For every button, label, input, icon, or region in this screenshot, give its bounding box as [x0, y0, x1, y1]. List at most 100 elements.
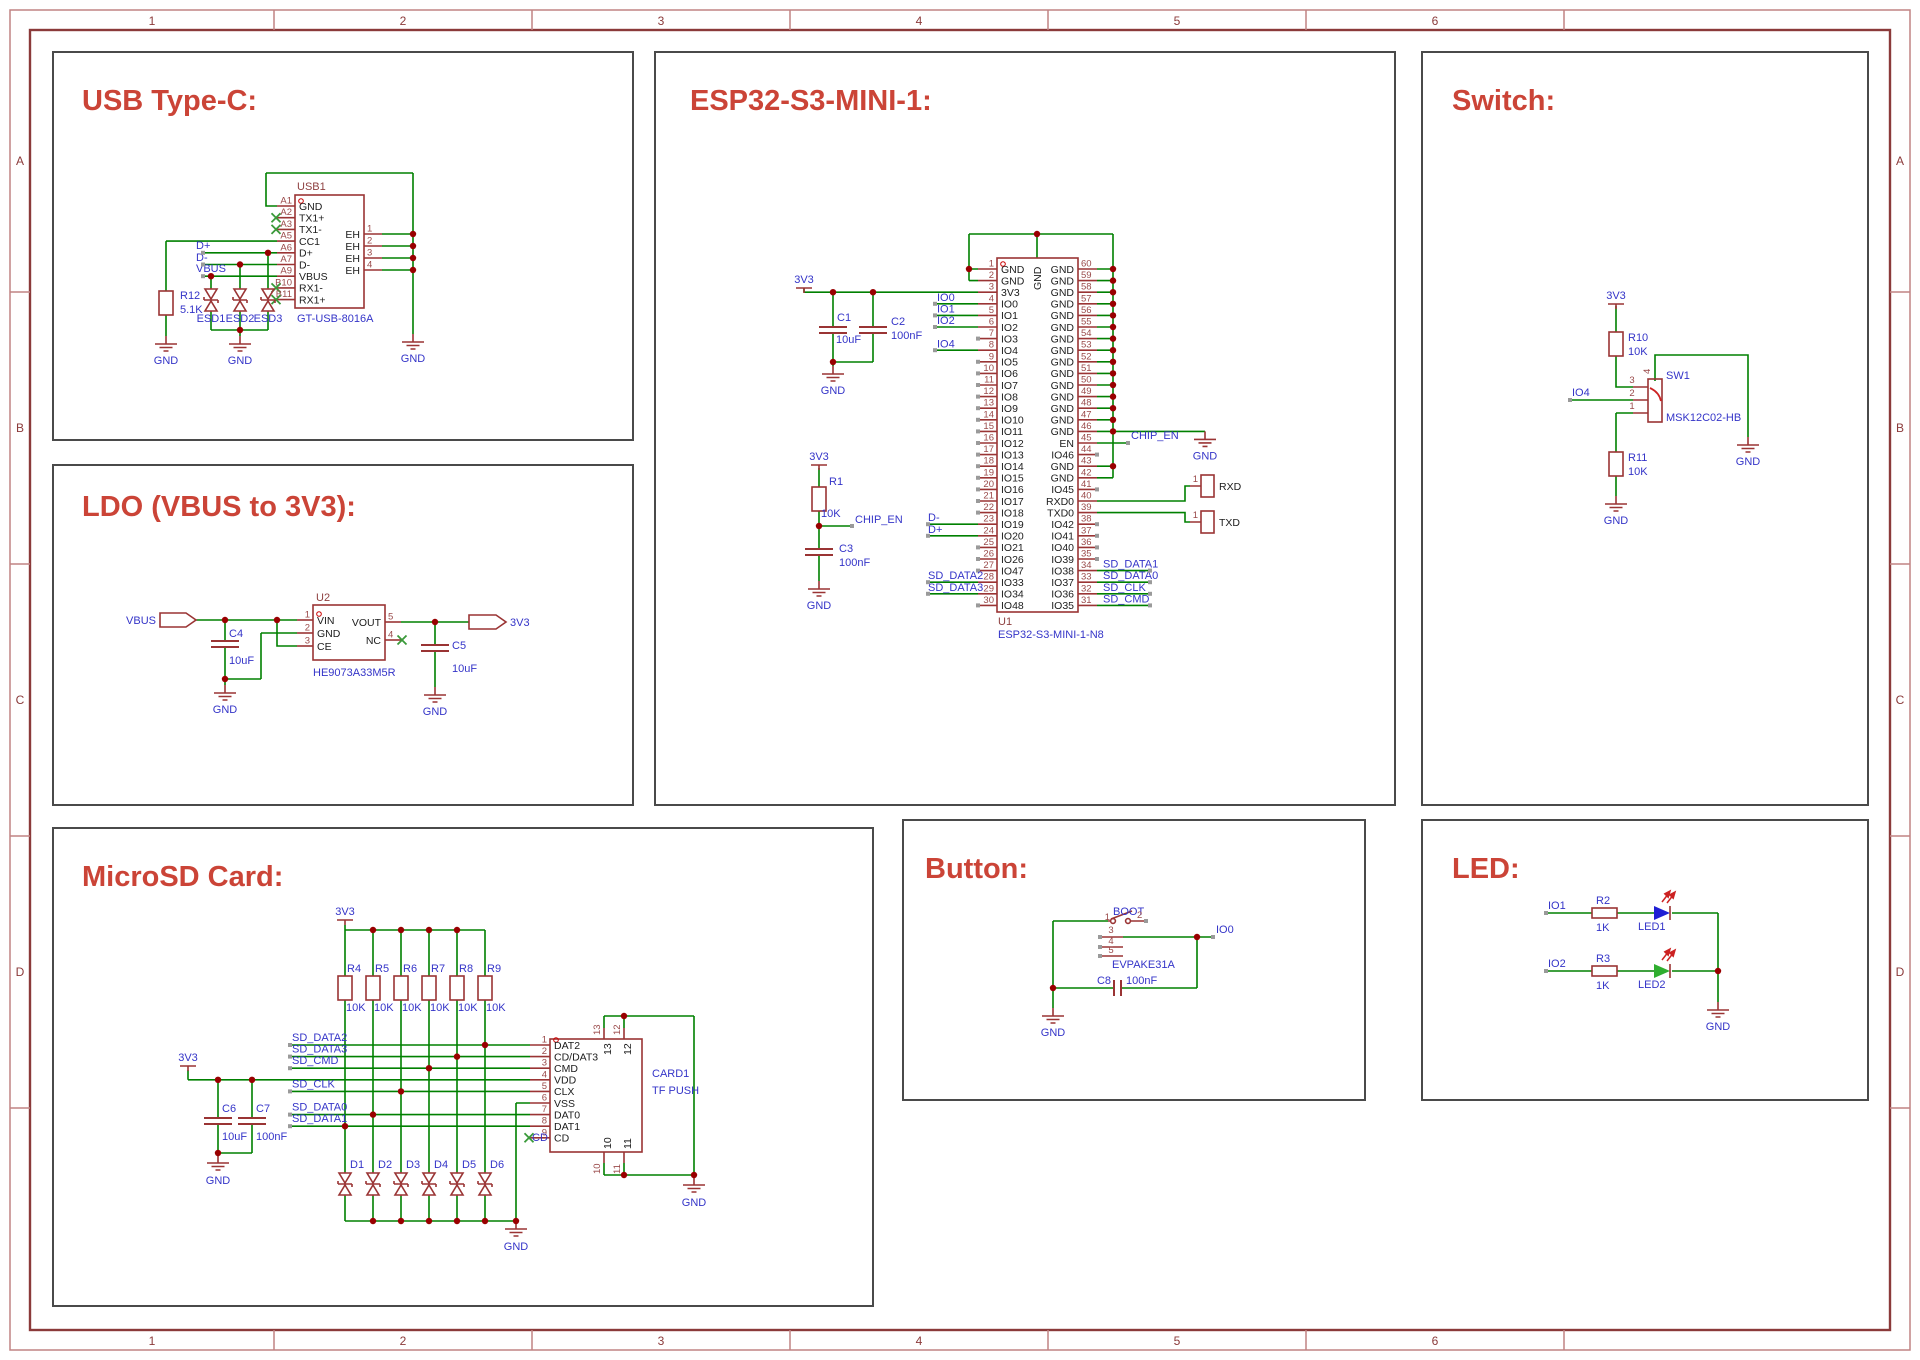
net-label-io2[interactable]: IO2 — [937, 315, 955, 327]
pin-number: 10 — [983, 363, 994, 374]
net-label-chip-en[interactable]: CHIP_EN — [855, 514, 903, 526]
resistor-r10[interactable]: R10 10K — [1608, 331, 1648, 358]
boot-button-symbol[interactable]: BOOT 1 2 3 4 5 EVPAKE31A — [1100, 906, 1175, 971]
capacitor-c4[interactable]: C4 10uF — [211, 628, 254, 667]
resistor-r11[interactable]: R11 10K — [1608, 451, 1648, 478]
microsd-circuit[interactable]: 3V3 3V3 R4 R5 R6 R7 R8 R9 10K 10K 10K 10… — [178, 906, 706, 1253]
net-label-sd-clk[interactable]: SD_CLK — [1103, 582, 1146, 594]
net-label-sd-data2[interactable]: SD_DATA2 — [928, 570, 983, 582]
resistor-r12[interactable]: R12 5.1K — [158, 290, 203, 316]
net-label-sd-data2[interactable]: SD_DATA2 — [292, 1032, 347, 1044]
net-label-dplus[interactable]: D+ — [928, 524, 942, 536]
3v3-label: 3V3 — [1606, 290, 1626, 302]
connector-txd-body[interactable] — [1200, 510, 1215, 534]
net-label-sd-data1[interactable]: SD_DATA1 — [292, 1113, 347, 1125]
capacitor-c3[interactable]: C3 100nF — [805, 543, 870, 569]
net-label-sd-data0[interactable]: SD_DATA0 — [1103, 570, 1158, 582]
pin-number: A5 — [280, 231, 292, 242]
esp-ref: U1 — [998, 616, 1012, 628]
capacitor-c2[interactable]: C2 100nF — [859, 316, 922, 342]
resistor-r3[interactable]: R3 1K — [1591, 953, 1618, 992]
net-label-io0[interactable]: IO0 — [1216, 924, 1234, 936]
net-label-sd-data1[interactable]: SD_DATA1 — [1103, 559, 1158, 571]
net-label-io4[interactable]: IO4 — [1572, 387, 1590, 399]
led2-green[interactable]: LED2 — [1638, 948, 1676, 991]
net-label-dplus[interactable]: D+ — [196, 240, 210, 252]
r7-ref: R7 — [431, 963, 445, 975]
resistor-r9[interactable] — [477, 975, 493, 1001]
connector-rxd[interactable]: 1 1 RXD TXD — [1190, 474, 1242, 534]
net-label-sd-clk[interactable]: SD_CLK — [292, 1078, 335, 1090]
button-circuit[interactable]: BOOT 1 2 3 4 5 EVPAKE31A C8 100nF IO0 GN… — [1041, 906, 1234, 1039]
resistor-r8[interactable] — [449, 975, 465, 1001]
pin-number: B10 — [275, 277, 292, 288]
slide-switch-sw1[interactable]: 3 2 1 4 SW1 MSK12C02-HB — [1629, 369, 1741, 424]
d5-tvs-diode[interactable] — [449, 1171, 465, 1197]
net-label-io1[interactable]: IO1 — [1548, 900, 1566, 912]
resistor-r2[interactable]: R2 1K — [1591, 895, 1618, 934]
port-vbus[interactable]: VBUS — [126, 612, 198, 628]
net-label-io2[interactable]: IO2 — [1548, 958, 1566, 970]
switch-circuit[interactable]: 3V3 R10 10K 3 2 1 4 SW1 MSK12C02-HB IO4 … — [1570, 290, 1760, 527]
pin-label: IO14 — [1001, 461, 1024, 473]
capacitor-c1[interactable]: C1 10uF — [819, 312, 861, 346]
net-label-io1[interactable]: IO1 — [937, 304, 955, 316]
port-3v3[interactable]: 3V3 — [468, 614, 530, 630]
resistor-r1[interactable]: R1 10K — [811, 476, 843, 520]
u2-part-number: HE9073A33M5R — [313, 667, 396, 679]
net-label-sd-cmd[interactable]: SD_CMD — [1103, 593, 1150, 605]
net-label-boot[interactable]: BOOT — [1113, 906, 1144, 918]
gnd-symbol — [401, 333, 425, 350]
resistor-r4[interactable] — [337, 975, 353, 1001]
pullup-resistors[interactable]: R4 R5 R6 R7 R8 R9 10K 10K 10K 10K 10K 10… — [337, 963, 506, 1014]
net-label-io4[interactable]: IO4 — [937, 338, 955, 350]
esd-diodes[interactable]: ESD1 ESD2 ESD3 — [197, 287, 283, 325]
d1-tvs-diode[interactable] — [337, 1171, 353, 1197]
wire-open-end — [201, 250, 205, 255]
esd2-tvs-diode[interactable] — [232, 287, 248, 313]
esd3-ref: ESD3 — [254, 313, 283, 325]
d2-tvs-diode[interactable] — [365, 1171, 381, 1197]
pin-number: 25 — [983, 537, 994, 548]
net-label-dminus[interactable]: D- — [196, 252, 208, 264]
esd1-tvs-diode[interactable] — [203, 287, 219, 313]
wire-junction — [341, 1123, 349, 1130]
no-connect-end — [1095, 545, 1099, 550]
wire-open-end — [288, 1066, 292, 1071]
capacitor-c7[interactable]: C7 100nF — [238, 1103, 287, 1143]
capacitor-c6[interactable]: C6 10uF — [204, 1103, 247, 1143]
d6-tvs-diode[interactable] — [477, 1171, 493, 1197]
resistor-r5[interactable] — [365, 975, 381, 1001]
net-label-sd-data3[interactable]: SD_DATA3 — [928, 582, 983, 594]
wire-open-end — [1126, 441, 1130, 445]
capacitor-c5[interactable]: C5 10uF — [421, 640, 477, 675]
net-label-sd-data0[interactable]: SD_DATA0 — [292, 1102, 347, 1114]
net-label-sd-data3[interactable]: SD_DATA3 — [292, 1044, 347, 1056]
net-label-sd-cmd[interactable]: SD_CMD — [292, 1055, 339, 1067]
pin-number: 33 — [1081, 572, 1092, 583]
resistor-r6[interactable] — [393, 975, 409, 1001]
d4-tvs-diode[interactable] — [421, 1171, 437, 1197]
capacitor-c8[interactable]: C8 100nF — [1097, 975, 1158, 996]
resistor-r7[interactable] — [421, 975, 437, 1001]
wire-open-end — [1148, 568, 1152, 573]
button-section-box — [902, 819, 1366, 1101]
d3-tvs-diode[interactable] — [393, 1171, 409, 1197]
led-circuit[interactable]: IO1 IO2 R2 1K R3 1K LED1 LED2 GND — [1546, 890, 1730, 1033]
net-label-chip-en[interactable]: CHIP_EN — [1131, 430, 1179, 442]
esd3-tvs-diode[interactable] — [260, 287, 276, 313]
pin-label: GND — [1051, 403, 1075, 415]
net-label-dminus[interactable]: D- — [928, 512, 940, 524]
pin-label: IO12 — [1001, 438, 1024, 450]
net-label-io0[interactable]: IO0 — [937, 292, 955, 304]
tvs-diode-array[interactable]: D1 D2 D3 D4 D5 D6 — [337, 1159, 504, 1197]
led1-blue[interactable]: LED1 — [1638, 890, 1676, 933]
